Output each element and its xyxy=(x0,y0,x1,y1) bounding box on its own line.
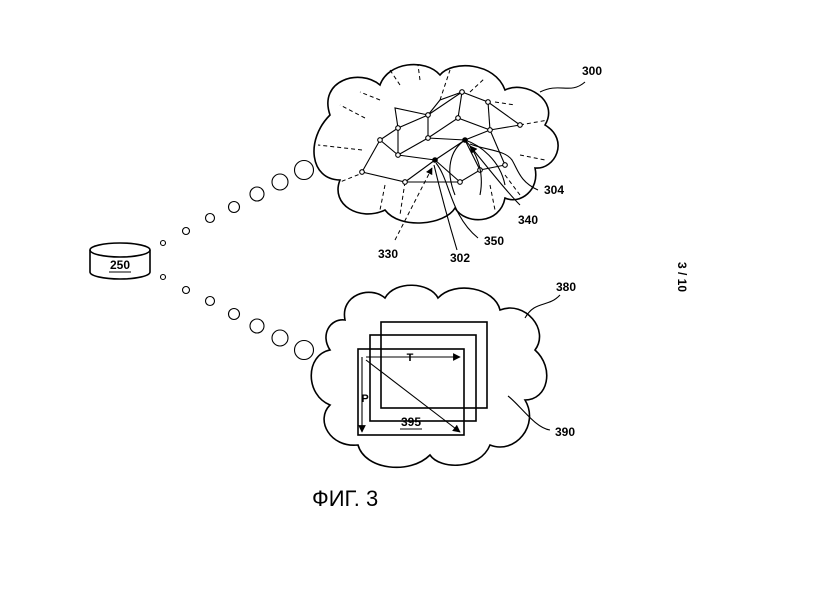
ref-304: 304 xyxy=(544,183,564,197)
ref-390: 390 xyxy=(555,425,575,439)
ref-380: 380 xyxy=(556,280,576,294)
database-icon: 250 xyxy=(89,242,151,280)
thought-bubbles-upper xyxy=(159,159,315,247)
ref-395: 395 xyxy=(401,415,421,429)
bottom-cloud: T P 395 xyxy=(310,284,548,469)
ref-340: 340 xyxy=(518,213,538,227)
ref-300: 300 xyxy=(582,64,602,78)
axis-t-label: T xyxy=(407,352,414,364)
thought-bubbles-lower xyxy=(159,273,315,361)
ref-330: 330 xyxy=(378,247,398,261)
figure-caption: ФИГ. 3 xyxy=(312,486,378,511)
ref-350: 350 xyxy=(484,234,504,248)
ref-302: 302 xyxy=(450,251,470,265)
page-marker: 3 / 10 xyxy=(675,262,689,292)
top-cloud xyxy=(313,63,559,241)
database-label: 250 xyxy=(110,258,130,272)
axis-p-label: P xyxy=(361,393,368,405)
